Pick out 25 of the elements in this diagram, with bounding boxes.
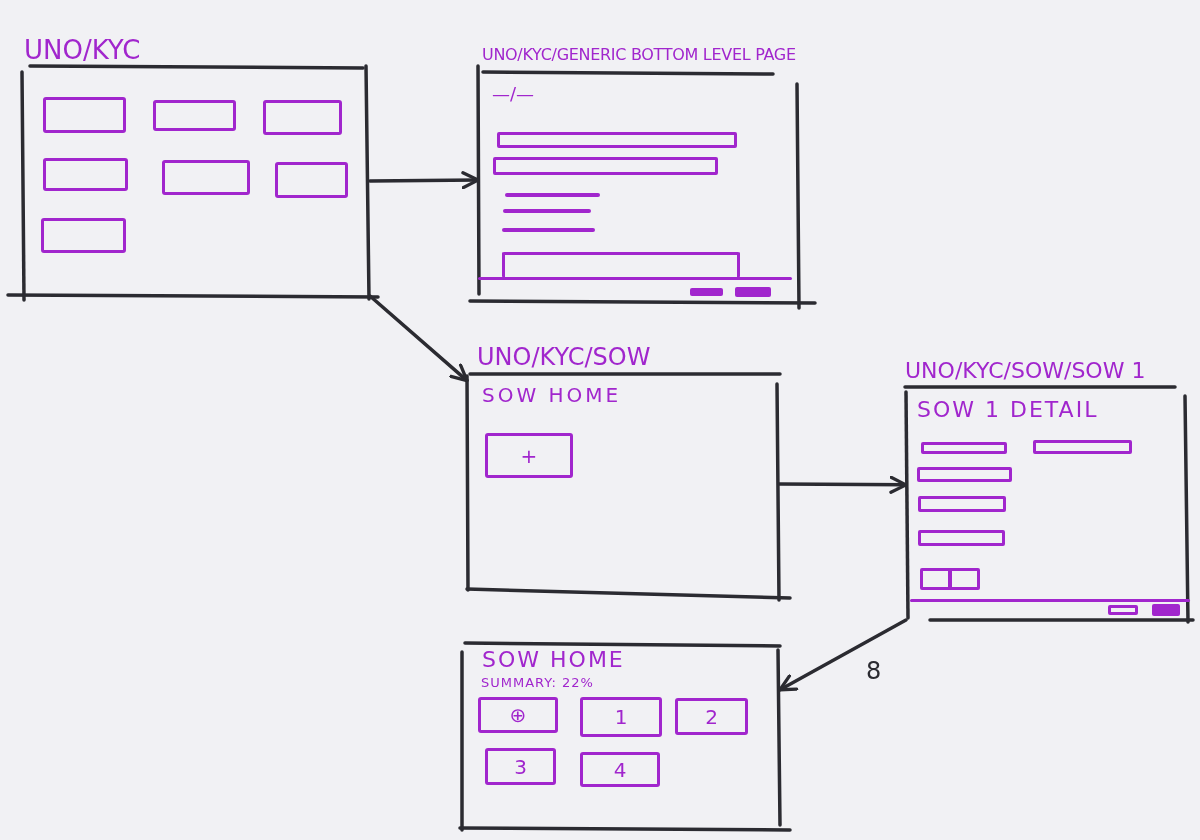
summary-text: SUMMARY: 22% (481, 676, 594, 691)
numbered-tile: 3 (485, 748, 556, 785)
tile-placeholder (43, 158, 128, 191)
tile-placeholder (153, 100, 236, 131)
page-title: SOW HOME (482, 648, 625, 673)
page-path-heading: UNO/KYC/SOW/SOW 1 (905, 359, 1146, 384)
tile-placeholder (275, 162, 348, 198)
numbered-tile: 2 (675, 698, 748, 735)
arrow (778, 618, 908, 692)
page-path-heading: UNO/KYC (24, 36, 141, 65)
page-path-heading: UNO/KYC/SOW (477, 344, 651, 371)
numbered-tile: 1 (580, 697, 662, 737)
tile-placeholder (41, 218, 126, 253)
tile-placeholder (162, 160, 250, 195)
page-title: SOW HOME (482, 384, 622, 406)
page-title: SOW 1 DETAIL (917, 398, 1099, 423)
numbered-tile: 4 (580, 752, 660, 787)
tile-placeholder (263, 100, 342, 135)
arrow (368, 171, 480, 190)
page-path-heading: UNO/KYC/GENERIC BOTTOM LEVEL PAGE (482, 46, 796, 64)
arrow (777, 475, 908, 494)
tile-placeholder (43, 97, 126, 133)
add-button: ⊕ (478, 697, 558, 733)
add-button: + (485, 433, 573, 478)
breadcrumb: —/— (492, 84, 535, 104)
